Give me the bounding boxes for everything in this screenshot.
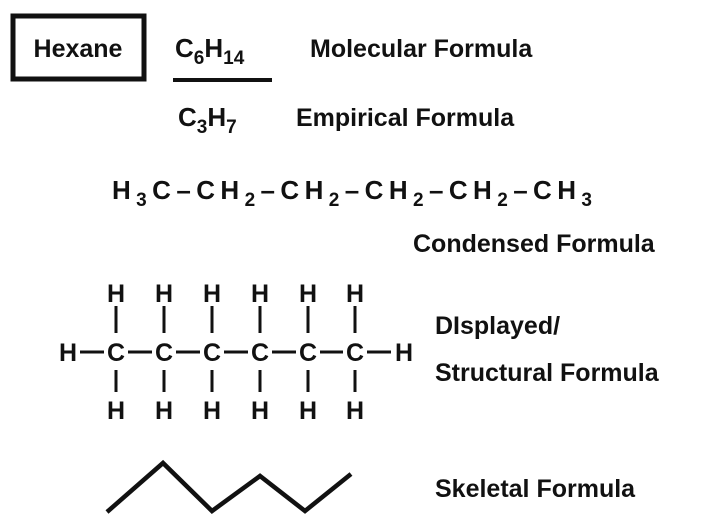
hydrogen-atom: H [155,280,173,308]
carbon-atom: C [155,339,173,367]
carbon-atom: C [251,339,269,367]
hydrogen-atom: H [59,339,77,367]
carbon-atom: C [107,339,125,367]
compound-name: Hexane [34,35,123,63]
hydrogen-atom: H [299,280,317,308]
structural-formula-label-line1: DIsplayed/ [435,312,560,340]
hydrogen-atom: H [203,280,221,308]
empirical-formula-label: Empirical Formula [296,104,515,132]
compound-name-box [10,13,147,82]
empirical-formula: C3H7 [178,102,237,138]
hydrogen-atom: H [107,280,125,308]
carbon-atom: C [346,339,364,367]
hydrogen-atom: H [107,397,125,425]
structural-formula: H H C H H C H H C H H C H H C H H C H H [59,280,413,425]
carbon-atom: C [203,339,221,367]
hydrogen-atom: H [346,397,364,425]
hydrogen-atom: H [203,397,221,425]
condensed-formula-label: Condensed Formula [413,230,656,258]
hydrogen-atom: H [299,397,317,425]
hydrogen-atom: H [395,339,413,367]
hydrogen-atom: H [251,397,269,425]
hydrogen-atom: H [155,397,173,425]
hydrogen-atom: H [251,280,269,308]
molecular-formula: C6H14 [175,33,245,69]
structural-formula-label-line2: Structural Formula [435,359,660,387]
skeletal-formula-zigzag [105,459,353,514]
molecular-formula-label: Molecular Formula [310,35,533,63]
skeletal-formula-label: Skeletal Formula [435,475,636,503]
hydrogen-atom: H [346,280,364,308]
carbon-atom: C [299,339,317,367]
